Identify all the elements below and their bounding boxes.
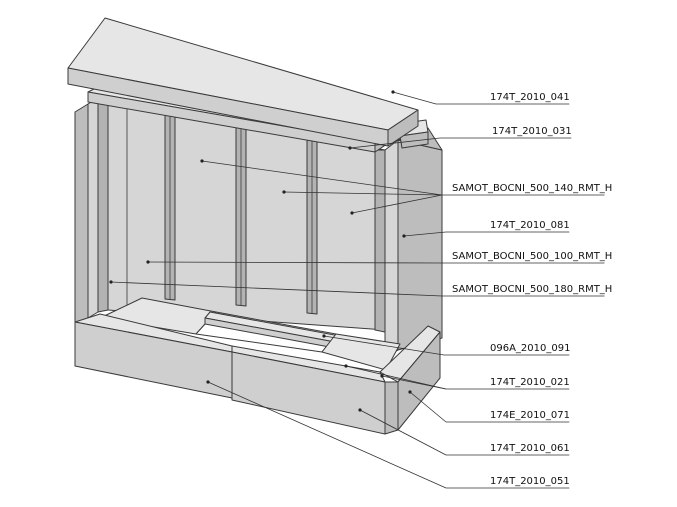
anchor-dot xyxy=(344,364,348,368)
leader-line xyxy=(403,231,447,237)
callout-l091: 096A_2010_091 xyxy=(322,334,570,356)
right-side-wall xyxy=(374,127,443,359)
anchor-dot xyxy=(109,280,113,284)
anchor-dot xyxy=(348,146,352,150)
anchor-dot xyxy=(146,260,150,264)
anchor-dot xyxy=(322,334,326,338)
callout-l100: SAMOT_BOCNI_500_100_RMT_H xyxy=(146,251,612,264)
leader-line xyxy=(323,335,445,356)
leader-line xyxy=(283,191,443,196)
part-label: 174T_2010_041 xyxy=(490,92,570,103)
leader-line xyxy=(351,194,443,214)
anchor-dot xyxy=(206,380,210,384)
anchor-dot xyxy=(282,190,286,194)
callout-l061: 174T_2010_061 xyxy=(358,408,570,456)
callout-l041: 174T_2010_041 xyxy=(391,90,570,105)
corner-pieces xyxy=(379,325,441,435)
callout-l140: SAMOT_BOCNI_500_140_RMT_H xyxy=(200,159,612,215)
leader-line xyxy=(349,137,441,149)
part-label: SAMOT_BOCNI_500_180_RMT_H xyxy=(452,284,612,295)
front-left-block xyxy=(74,313,233,399)
anchor-dot xyxy=(200,159,204,163)
callout-l031: 174T_2010_031 xyxy=(348,126,572,150)
back-wall xyxy=(107,99,386,331)
leader-line xyxy=(110,281,443,297)
callout-l180: SAMOT_BOCNI_500_180_RMT_H xyxy=(109,280,612,297)
callout-l051: 174T_2010_051 xyxy=(206,380,570,489)
part-label: 174T_2010_021 xyxy=(490,377,570,388)
top-slab xyxy=(67,17,419,147)
anchor-dot xyxy=(380,374,384,378)
part-label: SAMOT_BOCNI_500_140_RMT_H xyxy=(452,183,612,194)
leader-line xyxy=(359,409,447,456)
anchor-dot xyxy=(358,408,362,412)
part-label: 174T_2010_061 xyxy=(490,443,570,454)
anchor-dot xyxy=(402,234,406,238)
part-label: 096A_2010_091 xyxy=(490,343,570,354)
callout-l071: 174E_2010_071 xyxy=(408,390,570,423)
leader-line xyxy=(409,391,447,423)
leader-line xyxy=(381,375,447,390)
leader-line xyxy=(345,365,447,390)
part-label: SAMOT_BOCNI_500_100_RMT_H xyxy=(452,251,612,262)
part-label: 174T_2010_051 xyxy=(490,476,570,487)
callout-l021: 174T_2010_021 xyxy=(344,364,570,390)
leader-line xyxy=(392,91,437,105)
anchor-dot xyxy=(350,211,354,215)
anchor-dot xyxy=(391,90,395,94)
leader-line xyxy=(201,160,443,196)
left-side-wall xyxy=(74,97,109,329)
leader-line xyxy=(207,381,447,489)
leader-line xyxy=(147,261,443,264)
anchor-dot xyxy=(408,390,412,394)
part-label: 174E_2010_071 xyxy=(490,410,570,421)
annotations: 174T_2010_041 174T_2010_031SAMOT_BOCNI_50… xyxy=(109,90,612,489)
part-label: 174T_2010_081 xyxy=(490,220,570,231)
callout-l081: 174T_2010_081 xyxy=(402,220,570,238)
part-label: 174T_2010_031 xyxy=(492,126,572,137)
floor-assembly xyxy=(99,297,401,371)
